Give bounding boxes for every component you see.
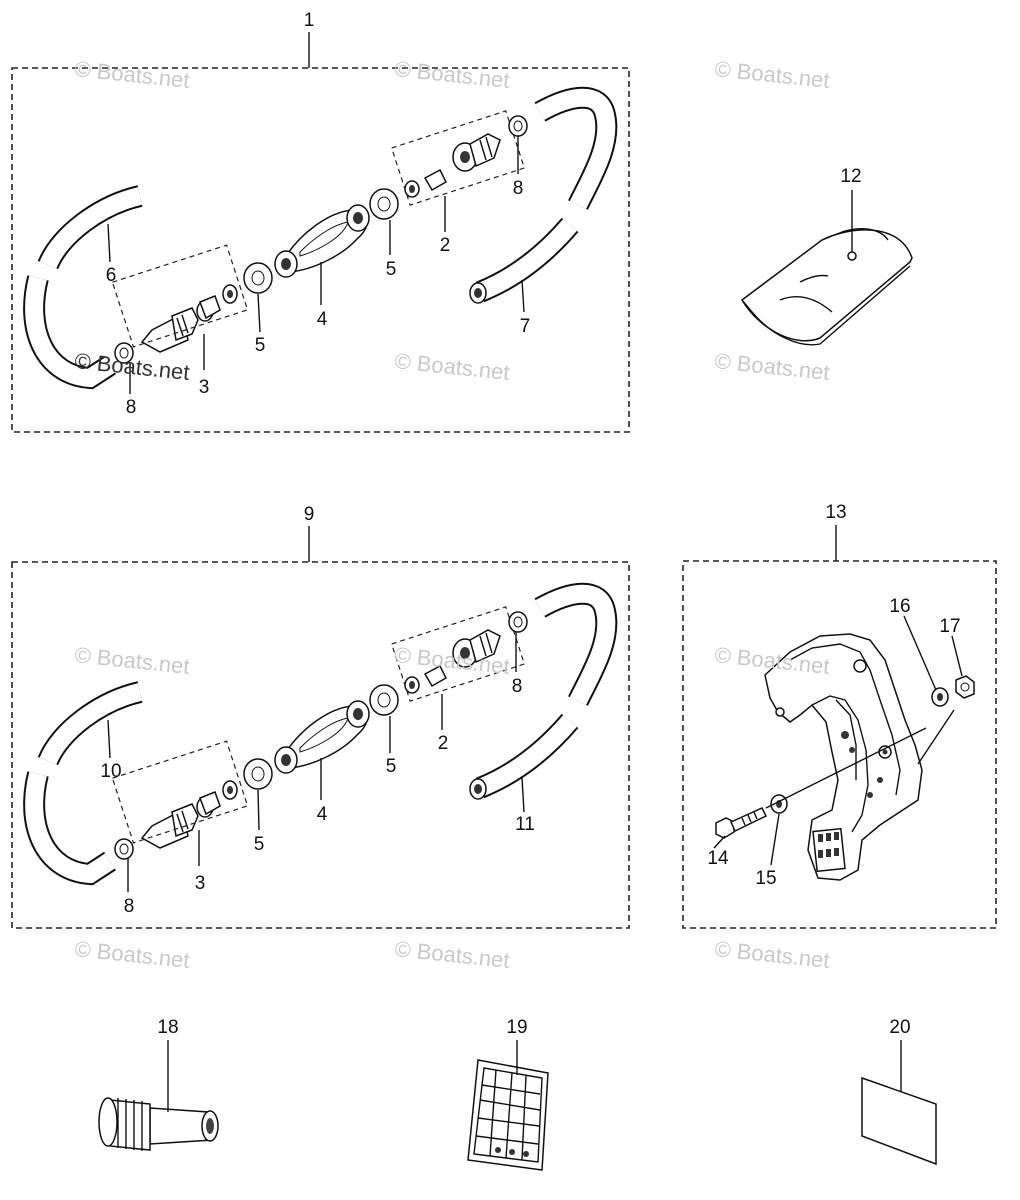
callout-12: 12 <box>840 166 861 187</box>
hose-fitting-part-18: 18 <box>98 1017 219 1151</box>
callout-15: 15 <box>755 868 776 889</box>
callout-7: 7 <box>520 316 531 337</box>
watermark: © Boats.net <box>393 348 510 385</box>
callout-5-right: 5 <box>386 259 397 280</box>
watermark: © Boats.net <box>393 936 510 973</box>
watermark: © Boats.net <box>713 56 830 93</box>
fuel-line-kit-9: 9 2 3 4 5 5 10 11 8 8 <box>11 504 630 929</box>
callout-8-right: 8 <box>513 178 524 199</box>
callout-5-left: 5 <box>255 335 266 356</box>
callout-8-left: 8 <box>126 397 137 418</box>
watermark: © Boats.net <box>73 642 190 679</box>
pouch-part-12: 12 <box>741 166 913 346</box>
callout-16: 16 <box>889 596 910 617</box>
callout-8-right-kit9: 8 <box>512 676 523 697</box>
callout-4-kit9: 4 <box>317 804 328 825</box>
callout-13: 13 <box>825 502 846 523</box>
watermark: © Boats.net <box>73 56 190 93</box>
callout-14: 14 <box>707 848 729 869</box>
card-part-20: 20 <box>861 1017 937 1166</box>
bracket-kit-13: 13 <box>682 502 997 929</box>
callout-20: 20 <box>889 1017 910 1038</box>
callout-1: 1 <box>304 10 315 31</box>
fuel-line-kit-1: 1 2 3 4 5 5 6 7 8 8 <box>11 10 630 433</box>
watermark: © Boats.net <box>393 56 510 93</box>
callout-2-kit9: 2 <box>438 733 449 754</box>
callout-5-left-kit9: 5 <box>254 834 265 855</box>
watermark: © Boats.net <box>713 348 830 385</box>
callout-3: 3 <box>199 377 210 398</box>
callout-10: 10 <box>100 761 121 782</box>
callout-8-left-kit9: 8 <box>124 896 135 917</box>
callout-6: 6 <box>106 265 117 286</box>
callout-18: 18 <box>157 1017 178 1038</box>
callout-9: 9 <box>304 504 315 525</box>
decal-part-19: 19 <box>467 1017 549 1171</box>
kit-1-boundary <box>11 67 630 433</box>
callout-19: 19 <box>506 1017 527 1038</box>
callout-2: 2 <box>440 235 451 256</box>
callout-5-right-kit9: 5 <box>386 756 397 777</box>
callout-3-kit9: 3 <box>195 873 206 894</box>
callout-17: 17 <box>939 616 960 637</box>
watermark: © Boats.net <box>73 936 190 973</box>
callout-4: 4 <box>317 309 328 330</box>
callout-11: 11 <box>515 814 535 835</box>
watermark: © Boats.net <box>713 936 830 973</box>
kit-9-boundary <box>11 561 630 929</box>
